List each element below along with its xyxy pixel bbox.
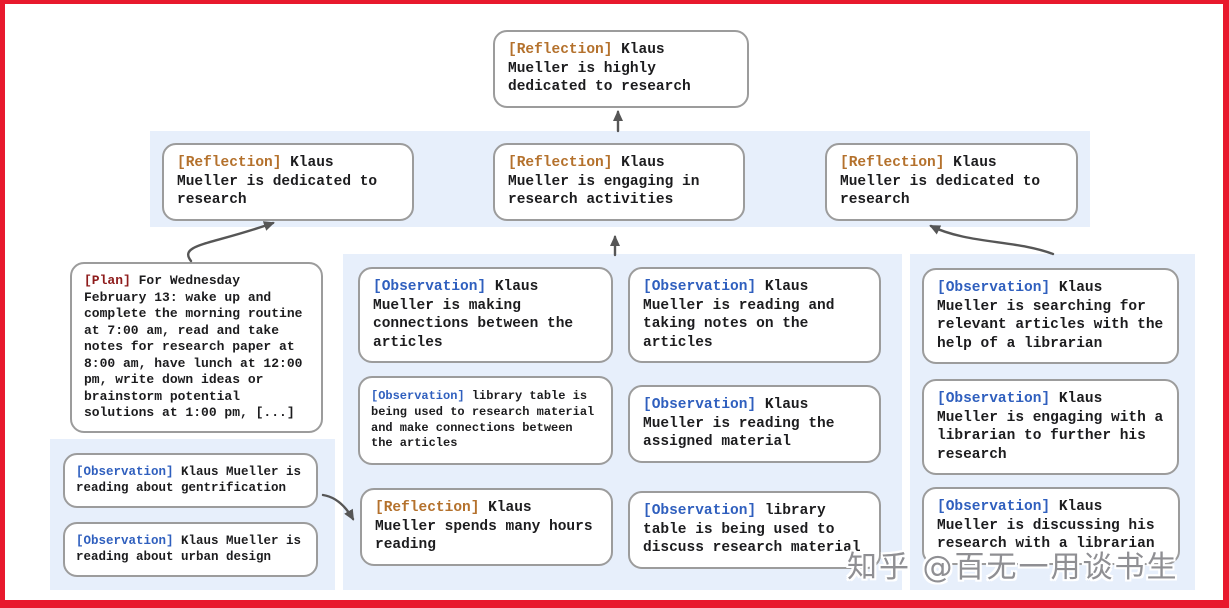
node-observation-searching-articles: [Observation]Klaus Mueller is searching … <box>922 268 1179 365</box>
node-body: Klaus Mueller spends many hours reading <box>375 500 593 554</box>
node-body: library table is being used to discuss r… <box>643 503 861 557</box>
reflection-tag: [Reflection] <box>508 42 613 58</box>
node-body: Klaus Mueller is reading and taking note… <box>643 279 835 351</box>
observation-tag: [Observation] <box>643 279 757 295</box>
node-body: Klaus Mueller is engaging with a librari… <box>937 391 1164 463</box>
node-observation-taking-notes: [Observation]Klaus Mueller is reading an… <box>628 267 881 364</box>
observation-tag: [Observation] <box>937 391 1051 407</box>
node-reflection-root: [Reflection]Klaus Mueller is highly dedi… <box>493 30 749 108</box>
observation-tag: [Observation] <box>76 534 174 548</box>
node-observation-urban-design: [Observation]Klaus Mueller is reading ab… <box>63 522 318 577</box>
node-observation-assigned-material: [Observation]Klaus Mueller is reading th… <box>628 385 881 463</box>
node-reflection-middle: [Reflection]Klaus Mueller is engaging in… <box>493 143 745 221</box>
observation-tag: [Observation] <box>643 397 757 413</box>
node-body: Klaus Mueller is dedicated to research <box>177 155 378 209</box>
node-body: Klaus Mueller is reading the assigned ma… <box>643 397 835 451</box>
observation-tag: [Observation] <box>373 279 487 295</box>
reflection-tag: [Reflection] <box>177 155 282 171</box>
node-body: Klaus Mueller is searching for relevant … <box>937 280 1164 352</box>
node-body: Klaus Mueller is discussing his research… <box>937 499 1155 553</box>
reflection-tag: [Reflection] <box>508 155 613 171</box>
node-plan: [Plan]For Wednesday February 13: wake up… <box>70 262 323 433</box>
node-body: Klaus Mueller is reading about urban des… <box>76 534 302 565</box>
plan-tag: [Plan] <box>84 273 131 288</box>
node-reflection-right: [Reflection]Klaus Mueller is dedicated t… <box>825 143 1078 221</box>
node-body: Klaus Mueller is highly dedicated to res… <box>508 42 691 96</box>
node-body: Klaus Mueller is engaging in research ac… <box>508 155 700 209</box>
node-reflection-left: [Reflection]Klaus Mueller is dedicated t… <box>162 143 414 221</box>
arrow-right-group-to-right-reflection <box>929 224 1055 256</box>
reflection-tag: [Reflection] <box>840 155 945 171</box>
zhihu-watermark: 知乎 @百无一用谈书生 <box>847 550 1179 585</box>
node-observation-making-connections: [Observation]Klaus Mueller is making con… <box>358 267 613 364</box>
arrow-plan-to-left-reflection <box>187 221 275 263</box>
observation-tag: [Observation] <box>937 280 1051 296</box>
node-observation-library-table-research: [Observation]library table is being used… <box>358 376 613 466</box>
observation-tag: [Observation] <box>371 389 465 403</box>
node-observation-gentrification: [Observation]Klaus Mueller is reading ab… <box>63 453 318 508</box>
reflection-tag: [Reflection] <box>375 500 480 516</box>
node-observation-library-table-discuss: [Observation]library table is being used… <box>628 491 881 569</box>
node-body: library table is being used to research … <box>371 389 595 451</box>
node-body: For Wednesday February 13: wake up and c… <box>84 273 303 420</box>
node-observation-discussing-librarian: [Observation]Klaus Mueller is discussing… <box>922 487 1180 565</box>
observation-tag: [Observation] <box>643 503 757 519</box>
node-body: Klaus Mueller is dedicated to research <box>840 155 1041 209</box>
observation-tag: [Observation] <box>76 465 174 479</box>
observation-tag: [Observation] <box>937 499 1051 515</box>
node-body: Klaus Mueller is reading about gentrific… <box>76 465 302 496</box>
node-reflection-hours-reading: [Reflection]Klaus Mueller spends many ho… <box>360 488 613 566</box>
node-observation-engaging-librarian: [Observation]Klaus Mueller is engaging w… <box>922 379 1179 476</box>
node-body: Klaus Mueller is making connections betw… <box>373 279 574 351</box>
